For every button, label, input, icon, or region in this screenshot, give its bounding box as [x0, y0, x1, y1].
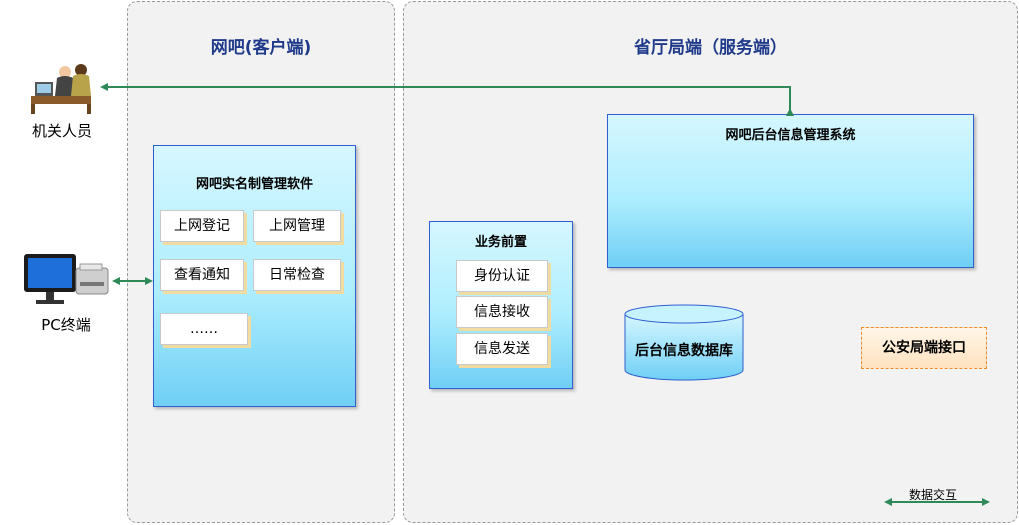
pc-terminal-icon: [24, 254, 109, 304]
staff-actor: 机关人员: [22, 60, 102, 141]
police-interface-box: 公安局端接口: [861, 327, 987, 369]
database-label: 后台信息数据库: [635, 343, 733, 359]
identity-auth-button[interactable]: 身份认证: [456, 260, 548, 292]
pc-label: PC终端: [41, 316, 91, 334]
pc-actor: PC终端: [18, 252, 114, 335]
backend-system-box: 网吧后台信息管理系统: [607, 114, 974, 268]
staff-label: 机关人员: [31, 122, 92, 140]
legend-label: 数据交互: [909, 488, 958, 502]
server-zone-title: 省厅局端（服务端）: [634, 38, 787, 58]
front-service-title: 业务前置: [474, 235, 527, 250]
client-zone-title: 网吧(客户端): [210, 38, 312, 58]
backend-database: 后台信息数据库: [624, 304, 744, 382]
info-receive-button[interactable]: 信息接收: [456, 296, 548, 328]
daily-check-button[interactable]: 日常检查: [253, 259, 341, 291]
database-cylinder-icon: [624, 304, 744, 381]
staff-to-backend-arrow: [100, 83, 794, 116]
view-notice-button[interactable]: 查看通知: [160, 259, 244, 291]
info-send-button[interactable]: 信息发送: [456, 333, 548, 365]
office-staff-icon: [31, 64, 91, 114]
more-button[interactable]: ……: [160, 313, 248, 345]
client-software-title: 网吧实名制管理软件: [195, 177, 313, 192]
online-registration-button[interactable]: 上网登记: [160, 210, 244, 242]
backend-system-title: 网吧后台信息管理系统: [725, 128, 856, 143]
online-management-button[interactable]: 上网管理: [253, 210, 341, 242]
